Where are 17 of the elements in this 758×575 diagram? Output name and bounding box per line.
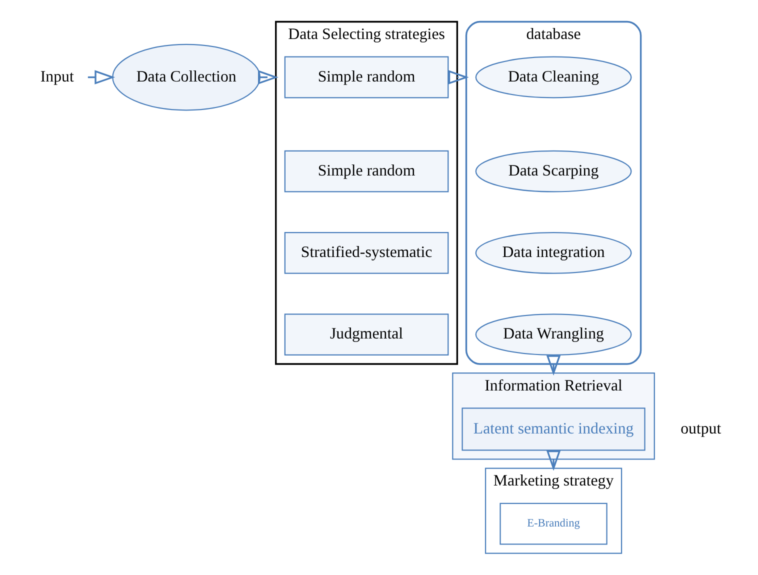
arrow: [448, 70, 469, 84]
arrow: [546, 355, 561, 376]
node-box: Latent semantic indexing: [462, 408, 646, 451]
node-ellipse: Data Collection: [112, 44, 261, 111]
arrow: [258, 70, 278, 84]
node-ellipse: Data Wrangling: [475, 314, 632, 356]
node-box: Simple random: [284, 150, 449, 192]
node-box: E-Branding: [500, 502, 608, 545]
arrow: [546, 450, 561, 471]
node-box: Stratified-systematic: [284, 232, 449, 274]
node-ellipse: Data Cleaning: [475, 56, 632, 98]
node-text: Input: [40, 68, 74, 86]
node-box: Simple random: [284, 56, 449, 98]
node-ellipse: Data Scarping: [475, 150, 632, 192]
node-ellipse: Data integration: [475, 232, 632, 274]
node-box: Judgmental: [284, 314, 449, 356]
node-label: output: [680, 420, 722, 438]
